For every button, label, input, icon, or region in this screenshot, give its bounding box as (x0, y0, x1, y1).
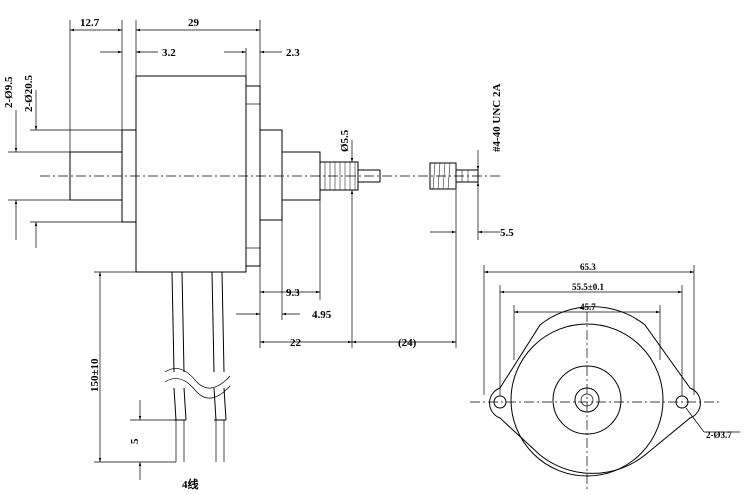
label-29: 29 (188, 17, 200, 29)
boss (259, 129, 283, 221)
label-5-5: 5.5 (500, 227, 514, 239)
front-view (470, 265, 740, 490)
motor-body (135, 75, 247, 273)
label-5: 5 (129, 438, 141, 444)
label-phi5-5: Ø5.5 (339, 129, 351, 152)
label-hole: 2-Ø3.7 (706, 430, 732, 440)
label-phi9-5: 2-Ø9.5 (3, 76, 15, 108)
label-2-3: 2.3 (286, 47, 300, 59)
label-22: 22 (290, 337, 302, 349)
side-view (8, 20, 500, 480)
dimension-labels: 12.7 29 3.2 2.3 2-Ø9.5 2-Ø20.5 Ø5.5 #4-4… (3, 17, 732, 491)
label-55-5: 55.5±0.1 (572, 282, 604, 292)
label-65-3: 65.3 (580, 262, 596, 272)
label-wires: 4线 (182, 477, 199, 491)
label-45-7: 45.7 (580, 302, 596, 312)
label-9-3: 9.3 (286, 287, 300, 299)
label-3-2: 3.2 (162, 47, 176, 59)
label-12-7: 12.7 (80, 17, 100, 29)
label-24: (24) (398, 337, 417, 349)
motor-outline (510, 323, 664, 477)
label-thread: #4-40 UNC 2A (491, 84, 503, 152)
label-4-95: 4.95 (312, 309, 332, 321)
label-150: 150±10 (89, 358, 101, 392)
label-phi20-5: 2-Ø20.5 (23, 75, 35, 112)
lead-wires (164, 271, 231, 462)
shaft-tip (357, 169, 381, 183)
threaded-screw (429, 162, 479, 190)
front-flange (489, 306, 701, 474)
